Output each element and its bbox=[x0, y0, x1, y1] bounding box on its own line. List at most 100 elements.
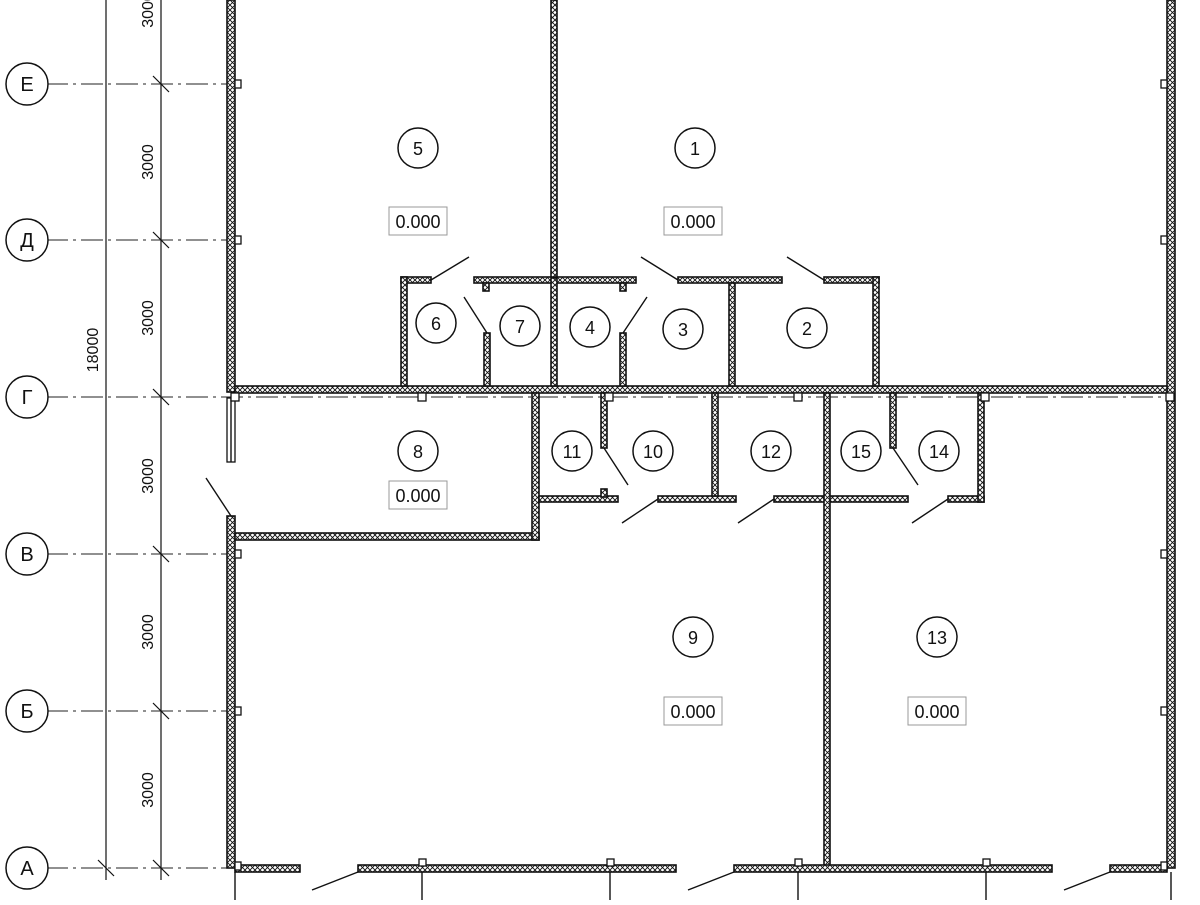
wall-3-2 bbox=[728, 282, 736, 387]
wall-room8-bottom bbox=[234, 532, 540, 541]
room-2: 2 bbox=[786, 307, 828, 349]
wall-stub-7 bbox=[482, 282, 490, 292]
door-entrance-2 bbox=[687, 871, 735, 891]
dim-span-b-a: 3000 bbox=[140, 772, 157, 808]
room-number-10: 10 bbox=[643, 442, 663, 462]
axis-bubble-b: Б bbox=[5, 689, 49, 733]
wall-outer-left-lower bbox=[226, 515, 236, 869]
room-3: 3 bbox=[662, 308, 704, 350]
room-5: 5 0.000 bbox=[388, 127, 448, 236]
wall-room8-right bbox=[531, 392, 540, 541]
door-room7 bbox=[463, 296, 488, 334]
wall-7-4 bbox=[550, 277, 558, 387]
wall-room10-bottom bbox=[657, 495, 737, 503]
axis-label-d: Д bbox=[20, 230, 34, 252]
room-10: 10 bbox=[632, 430, 674, 472]
door-room12 bbox=[737, 498, 775, 524]
wall-bottom-2 bbox=[357, 864, 677, 873]
room-number-1: 1 bbox=[690, 139, 700, 159]
wall-axis-g bbox=[234, 385, 1168, 394]
door-room2 bbox=[786, 256, 825, 281]
axis-label-b: Б bbox=[20, 701, 33, 723]
room-level-8: 0.000 bbox=[395, 486, 440, 506]
room-8: 8 0.000 bbox=[388, 430, 448, 510]
room-number-14: 14 bbox=[929, 442, 949, 462]
door-room4 bbox=[622, 296, 648, 334]
wall-bottom-4 bbox=[1109, 864, 1168, 873]
wall-room6-left bbox=[400, 276, 408, 387]
wall-15-14 bbox=[889, 392, 897, 449]
room-11: 11 bbox=[551, 430, 593, 472]
wall-stub-11 bbox=[600, 488, 608, 498]
door-room6 bbox=[430, 256, 470, 281]
room-number-11: 11 bbox=[563, 442, 582, 462]
dim-span-v-b: 3000 bbox=[140, 614, 157, 650]
wall-outer-left-upper bbox=[226, 0, 236, 393]
room-6: 6 bbox=[415, 302, 457, 344]
door-swings bbox=[205, 256, 1111, 891]
wall-rooms-3-top bbox=[677, 276, 783, 284]
wall-room2-top bbox=[823, 276, 880, 284]
wall-bottom-3 bbox=[733, 864, 1053, 873]
wall-outer-right bbox=[1166, 0, 1176, 869]
room-number-3: 3 bbox=[678, 320, 688, 340]
wall-6-7 bbox=[483, 332, 491, 387]
room-number-15: 15 bbox=[851, 442, 871, 462]
wall-rooms-12-15-bottom bbox=[773, 495, 909, 503]
room-13: 13 0.000 bbox=[907, 616, 967, 726]
wall-9-13 bbox=[823, 392, 831, 869]
room-number-2: 2 bbox=[802, 319, 812, 339]
room-level-9: 0.000 bbox=[670, 702, 715, 722]
axis-bubble-v: В bbox=[5, 532, 49, 576]
room-number-7: 7 bbox=[515, 317, 525, 337]
room-number-13: 13 bbox=[927, 628, 947, 648]
door-room11 bbox=[603, 447, 629, 486]
door-room3 bbox=[640, 256, 679, 281]
room-number-5: 5 bbox=[413, 139, 423, 159]
room-level-13: 0.000 bbox=[914, 702, 959, 722]
axis-label-a: А bbox=[20, 858, 34, 880]
room-number-12: 12 bbox=[761, 442, 781, 462]
room-number-6: 6 bbox=[431, 314, 441, 334]
columns bbox=[230, 79, 1175, 900]
axis-bubble-g: Г bbox=[5, 375, 49, 419]
room-12: 12 bbox=[750, 430, 792, 472]
door-room8-entrance bbox=[205, 477, 232, 517]
door-room10 bbox=[621, 498, 659, 524]
room-number-9: 9 bbox=[688, 628, 698, 648]
wall-room11-bottom bbox=[538, 495, 619, 503]
walls bbox=[226, 0, 1176, 873]
wall-4-3 bbox=[619, 332, 627, 387]
door-entrance-1 bbox=[311, 871, 359, 891]
axis-bubble-d: Д bbox=[5, 218, 49, 262]
room-number-8: 8 bbox=[413, 442, 423, 462]
wall-5-1 bbox=[550, 0, 558, 279]
door-room14 bbox=[911, 498, 949, 524]
room-7: 7 bbox=[499, 305, 541, 347]
room-1: 1 0.000 bbox=[663, 127, 723, 236]
room-9: 9 0.000 bbox=[663, 616, 723, 726]
axis-label-v: В bbox=[20, 544, 33, 566]
dim-span-d-g: 3000 bbox=[140, 300, 157, 336]
wall-10-12 bbox=[711, 392, 719, 497]
axis-bubble-a: А bbox=[5, 846, 49, 890]
wall-stub-4 bbox=[619, 282, 627, 292]
room-14: 14 bbox=[918, 430, 960, 472]
axis-bubble-e: Е bbox=[5, 62, 49, 106]
room-4: 4 bbox=[569, 306, 611, 348]
axis-label-g: Г bbox=[22, 387, 33, 409]
room-15: 15 bbox=[840, 430, 882, 472]
dim-top-partial: 3000 bbox=[140, 0, 157, 28]
room-number-4: 4 bbox=[585, 318, 595, 338]
grid-axis-lines bbox=[46, 83, 1175, 869]
dimension-ticks bbox=[97, 75, 170, 877]
dimension-chain: 3000 3000 3000 3000 3000 3000 18000 bbox=[85, 0, 170, 880]
wall-room2-right bbox=[872, 276, 880, 387]
door-entrance-3 bbox=[1063, 871, 1111, 891]
wall-room14-right bbox=[977, 392, 985, 503]
dim-span-e-d: 3000 bbox=[140, 144, 157, 180]
door-room15 bbox=[892, 447, 919, 486]
room-level-5: 0.000 bbox=[395, 212, 440, 232]
